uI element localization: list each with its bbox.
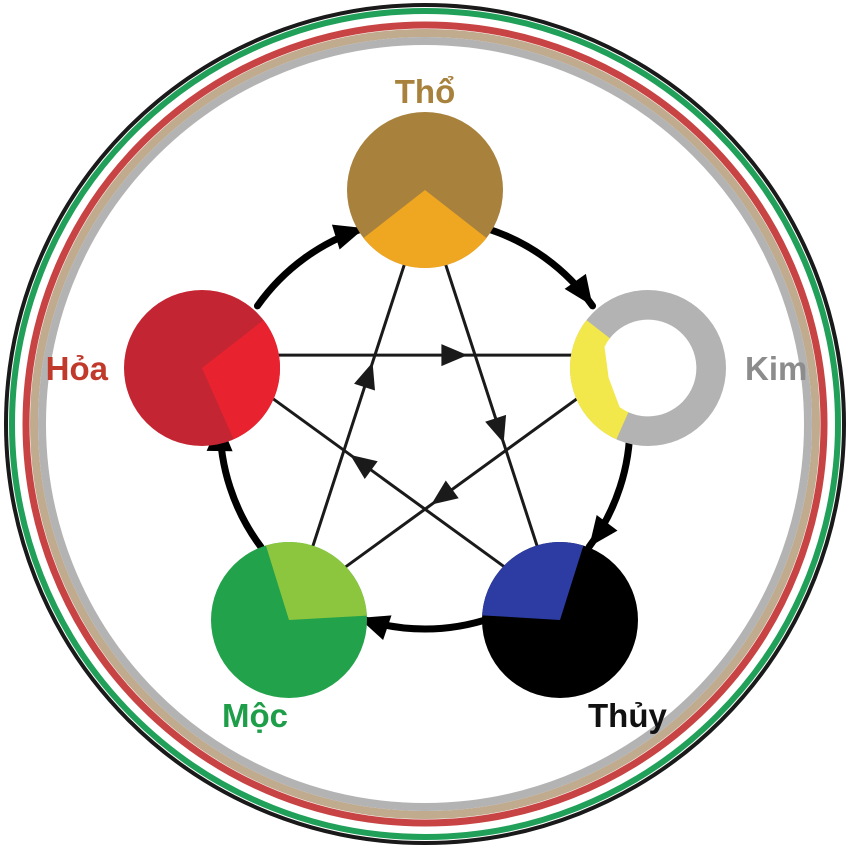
element-thuy[interactable] [482, 542, 638, 698]
generation-cycle-arrows [206, 224, 634, 641]
generation-arrowhead-kim [564, 273, 593, 306]
element-wedge-thuy [482, 542, 584, 620]
element-tho[interactable] [347, 112, 503, 268]
ring-gray [38, 37, 812, 811]
destruction-line-tho-to-thuy [423, 200, 558, 605]
destruction-arrowhead-thuy-to-hoa [350, 454, 378, 479]
generation-arrowhead-moc [358, 615, 392, 641]
destruction-line-moc-to-tho [292, 200, 427, 605]
destruction-arrowhead-kim-to-moc [431, 480, 459, 505]
destruction-arrowhead-hoa-to-kim [441, 344, 468, 367]
ring-white [16, 15, 834, 833]
ring-red [22, 21, 828, 827]
element-wedge-tho [363, 190, 487, 268]
generation-arrowhead-thuy [589, 515, 618, 547]
destruction-cycle-arrows [212, 200, 638, 606]
element-wedge-hoa [202, 320, 281, 440]
element-label-kim: Kim [745, 350, 807, 387]
ring-tan [30, 29, 820, 819]
element-notch-kim [604, 319, 697, 417]
destruction-arrowhead-tho-to-thuy [485, 414, 507, 444]
ring-black [4, 3, 846, 845]
element-circles [124, 112, 726, 698]
element-moc[interactable] [211, 542, 367, 698]
element-label-moc: Mộc [222, 697, 288, 734]
destruction-arrowhead-moc-to-tho [354, 362, 375, 391]
element-label-tho: Thổ [395, 73, 455, 110]
generation-arrowhead-tho [331, 224, 365, 250]
element-wedge-moc [265, 542, 367, 620]
element-hoa[interactable] [124, 290, 281, 446]
element-label-hoa: Hỏa [46, 350, 109, 387]
element-label-thuy: Thủy [588, 697, 667, 734]
ring-green [9, 8, 841, 840]
outer-ring-band [4, 3, 846, 845]
